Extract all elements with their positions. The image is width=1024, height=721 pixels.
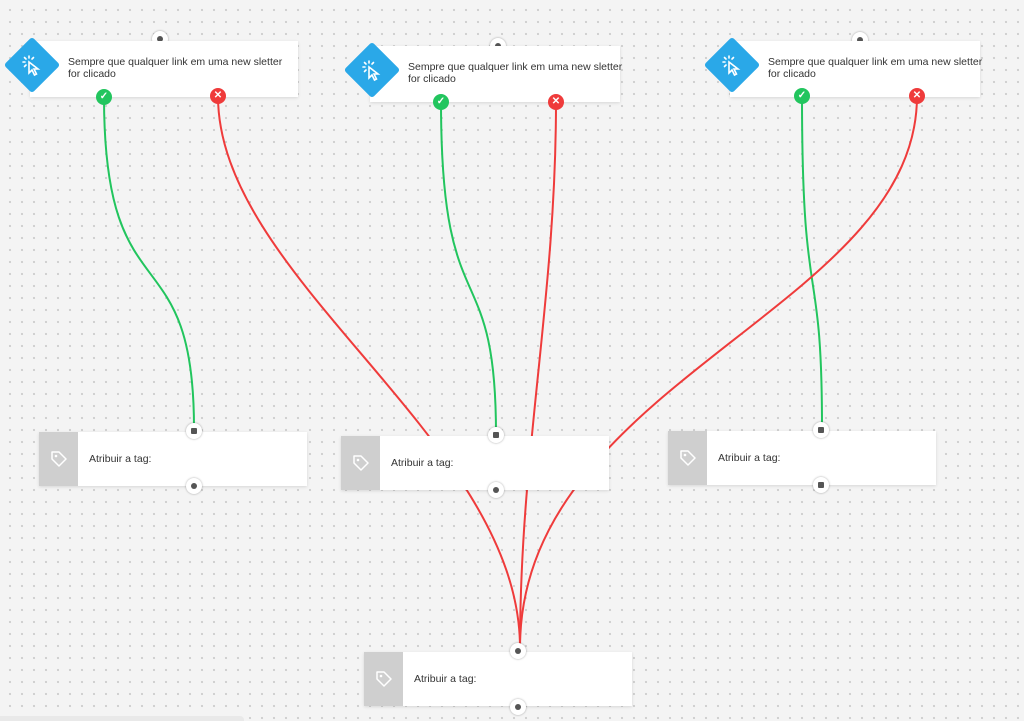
action-1-icon-panel — [39, 432, 78, 486]
tag-icon — [50, 451, 67, 467]
action-1-label: Atribuir a tag: — [89, 453, 152, 465]
x-icon[interactable]: ✕ — [909, 88, 925, 104]
action-3-output-port[interactable] — [813, 477, 829, 493]
connection-yes-3[interactable] — [801, 95, 823, 429]
connection-no-1[interactable] — [217, 95, 521, 649]
action-node-3[interactable]: Atribuir a tag: — [668, 431, 936, 485]
tag-icon — [352, 455, 369, 471]
action-1-input-port[interactable] — [186, 423, 202, 439]
tag-icon — [679, 450, 696, 466]
action-3-label: Atribuir a tag: — [718, 452, 781, 464]
tag-icon — [375, 671, 392, 687]
action-2-label: Atribuir a tag: — [391, 457, 454, 469]
action-4-input-port[interactable] — [510, 643, 526, 659]
action-4-label: Atribuir a tag: — [414, 673, 477, 685]
action-node-1[interactable]: Atribuir a tag: — [39, 432, 307, 486]
trigger-node-2[interactable]: Sempre que qualquer link em uma new slet… — [343, 41, 622, 102]
cursor-click-icon — [722, 55, 741, 77]
trigger-node-1[interactable]: Sempre que qualquer link em uma new slet… — [3, 36, 298, 97]
check-icon[interactable]: ✓ — [433, 94, 449, 110]
trigger-3-text: Sempre que qualquer link em uma new slet… — [768, 56, 983, 80]
x-icon[interactable]: ✕ — [210, 88, 226, 104]
action-node-4[interactable]: Atribuir a tag: — [364, 652, 632, 706]
action-2-output-port[interactable] — [488, 482, 504, 498]
x-icon[interactable]: ✕ — [548, 94, 564, 110]
connection-no-2[interactable] — [519, 101, 557, 649]
action-3-input-port[interactable] — [813, 422, 829, 438]
trigger-1-text: Sempre que qualquer link em uma new slet… — [68, 56, 283, 80]
action-4-icon-panel — [364, 652, 403, 706]
action-1-output-port[interactable] — [186, 478, 202, 494]
cursor-click-icon — [22, 55, 41, 77]
check-icon[interactable]: ✓ — [794, 88, 810, 104]
check-icon[interactable]: ✓ — [96, 89, 112, 105]
action-2-icon-panel — [341, 436, 380, 490]
cursor-click-icon — [362, 60, 381, 82]
connection-yes-2[interactable] — [440, 101, 497, 435]
action-node-2[interactable]: Atribuir a tag: — [341, 436, 609, 490]
connection-no-3[interactable] — [519, 95, 918, 649]
action-2-input-port[interactable] — [488, 427, 504, 443]
action-3-icon-panel — [668, 431, 707, 485]
trigger-2-text: Sempre que qualquer link em uma new slet… — [408, 61, 623, 85]
horizontal-scrollbar[interactable] — [0, 716, 244, 721]
trigger-node-3[interactable]: Sempre que qualquer link em uma new slet… — [703, 36, 982, 97]
action-4-output-port[interactable] — [510, 699, 526, 715]
connection-yes-1[interactable] — [103, 96, 195, 429]
